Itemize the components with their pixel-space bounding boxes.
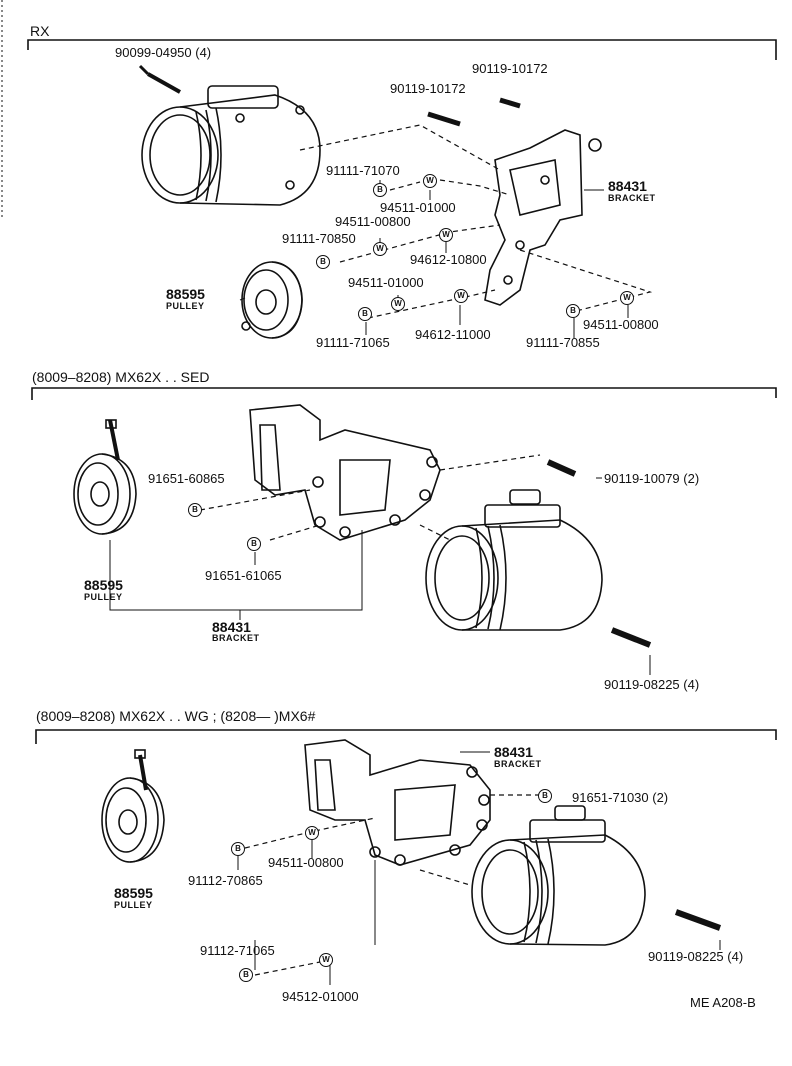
part-label-94511-01000-a: 94511-01000 xyxy=(380,200,456,215)
bracket-name-rx: BRACKET xyxy=(608,193,656,203)
compressor-sed-shape xyxy=(425,489,603,631)
section-frame-rx xyxy=(27,39,777,60)
bolt-90119-10079-shape xyxy=(546,459,577,477)
part-label-91112-71065: 91112-71065 xyxy=(200,943,275,958)
part-label-90119-08225-sed: 90119-08225 (4) xyxy=(604,677,700,692)
section-title-wg: (8009–8208) MX62X . . WG ; (8208— )MX6# xyxy=(36,708,316,724)
washer-symbol: W xyxy=(391,297,405,311)
washer-symbol: W xyxy=(423,174,437,188)
washer-symbol: W xyxy=(305,826,319,840)
bracket-number-rx: 88431 xyxy=(608,178,647,194)
compressor-rx xyxy=(141,85,321,206)
pulley-name-sed: PULLEY xyxy=(84,592,123,602)
pulley-wg-shape xyxy=(101,749,165,863)
part-label-91111-70855: 91111-70855 xyxy=(526,335,600,350)
part-label-90119-10172-b: 90119-10172 xyxy=(472,61,548,76)
pulley-name-rx: PULLEY xyxy=(166,301,205,311)
part-label-90119-10079: 90119-10079 (2) xyxy=(604,471,700,486)
bracket-sed-shape xyxy=(249,404,441,541)
bracket-wg-shape xyxy=(304,739,491,866)
figure-code: ME A208-B xyxy=(690,995,756,1010)
part-label-94511-01000-b: 94511-01000 xyxy=(348,275,424,290)
bracket-number-wg: 88431 xyxy=(494,744,533,760)
part-label-90119-10172-a: 90119-10172 xyxy=(390,81,466,96)
bolt-90119-a-shape xyxy=(427,111,461,127)
bolt-symbol: B xyxy=(231,842,245,856)
pulley-sed-shape xyxy=(73,419,137,535)
bracket-name-sed: BRACKET xyxy=(212,633,260,643)
part-label-91651-61065: 91651-61065 xyxy=(205,568,282,583)
section-title-sed: (8009–8208) MX62X . . SED xyxy=(32,369,210,385)
part-label-91651-71030: 91651-71030 (2) xyxy=(572,790,669,805)
section-title-rx: RX xyxy=(30,23,50,39)
part-label-94511-00800-a: 94511-00800 xyxy=(335,214,411,229)
bolt-symbol: B xyxy=(247,537,261,551)
bolt-90119-b-shape xyxy=(499,97,521,109)
bolt-90119-08225-wg-shape xyxy=(674,909,722,931)
bracket-name-wg: BRACKET xyxy=(494,759,542,769)
part-label-90099-04950: 90099-04950 (4) xyxy=(115,45,212,60)
bolt-90099-shape xyxy=(138,64,181,94)
section-frame-wg xyxy=(35,729,777,744)
bolt-symbol: B xyxy=(566,304,580,318)
pulley-number-sed: 88595 xyxy=(84,577,123,593)
pulley-number-wg: 88595 xyxy=(114,885,153,901)
washer-symbol: W xyxy=(454,289,468,303)
part-label-91111-71070: 91111-71070 xyxy=(326,163,400,178)
bolt-symbol: B xyxy=(239,968,253,982)
pulley-rx-shape xyxy=(241,261,303,339)
section-frame-sed xyxy=(31,387,777,400)
bolt-symbol: B xyxy=(358,307,372,321)
bracket-rx-shape xyxy=(484,129,602,306)
washer-symbol: W xyxy=(373,242,387,256)
pulley-name-wg: PULLEY xyxy=(114,900,153,910)
part-label-94512-01000: 94512-01000 xyxy=(282,989,359,1004)
part-label-94612-10800: 94612-10800 xyxy=(410,252,487,267)
bolt-symbol: B xyxy=(316,255,330,269)
part-label-91651-60865: 91651-60865 xyxy=(148,471,225,486)
pulley-number-rx: 88595 xyxy=(166,286,205,302)
part-label-91112-70865: 91112-70865 xyxy=(188,873,263,888)
bolt-symbol: B xyxy=(188,503,202,517)
compressor-wg-shape xyxy=(471,805,646,946)
part-label-91111-70850: 91111-70850 xyxy=(282,231,356,246)
bolt-symbol: B xyxy=(538,789,552,803)
part-label-91111-71065: 91111-71065 xyxy=(316,335,390,350)
washer-symbol: W xyxy=(620,291,634,305)
bracket-number-sed: 88431 xyxy=(212,619,251,635)
part-label-94511-00800-wg: 94511-00800 xyxy=(268,855,344,870)
washer-symbol: W xyxy=(319,953,333,967)
part-label-94612-11000: 94612-11000 xyxy=(415,327,491,342)
bolt-symbol: B xyxy=(373,183,387,197)
part-label-94511-00800-b: 94511-00800 xyxy=(583,317,659,332)
washer-symbol: W xyxy=(439,228,453,242)
part-label-90119-08225-wg: 90119-08225 (4) xyxy=(648,949,744,964)
bolt-90119-08225-sed-shape xyxy=(610,627,652,648)
